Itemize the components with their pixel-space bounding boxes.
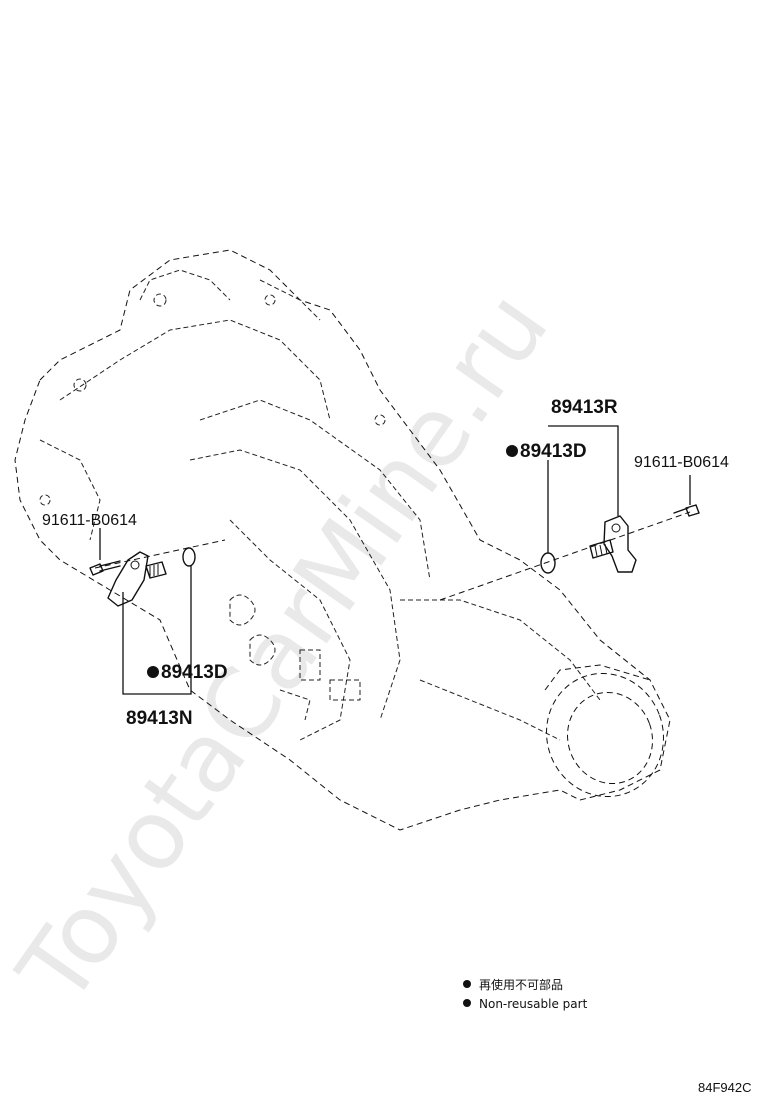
legend-marker-japanese: [463, 980, 471, 988]
callout-bolt-right: 91611-B0614: [634, 454, 729, 471]
callout-oring-right: 89413D: [520, 441, 587, 462]
non-reusable-marker-right: [506, 445, 518, 457]
callout-oring-left: 89413D: [161, 662, 228, 683]
leader-lines: [99, 425, 691, 695]
legend: 再使用不可部品 Non-reusable part: [463, 977, 588, 1011]
speed-sensor-right: [589, 515, 637, 573]
output-flange: [544, 664, 664, 798]
callout-sensor-left: 89413N: [126, 708, 193, 729]
bolt-left: [89, 560, 121, 576]
callout-sensor-right: 89413R: [551, 397, 618, 418]
axis-line-right: [439, 511, 691, 601]
axis-line-left: [94, 539, 226, 569]
speed-sensor-left: [107, 551, 167, 607]
watermark: ToyotaCarMine.ru: [0, 272, 570, 1024]
bolt-right: [673, 504, 700, 517]
transmission-housing: [14, 249, 671, 831]
legend-english: Non-reusable part: [479, 997, 588, 1011]
legend-japanese: 再使用不可部品: [479, 977, 563, 992]
legend-marker-english: [463, 999, 471, 1007]
figure-code: 84F942C: [698, 1080, 751, 1095]
o-ring-left: [182, 547, 196, 567]
o-ring-right: [540, 552, 556, 574]
non-reusable-marker-left: [147, 666, 159, 678]
callout-bolt-left: 91611-B0614: [42, 512, 137, 529]
